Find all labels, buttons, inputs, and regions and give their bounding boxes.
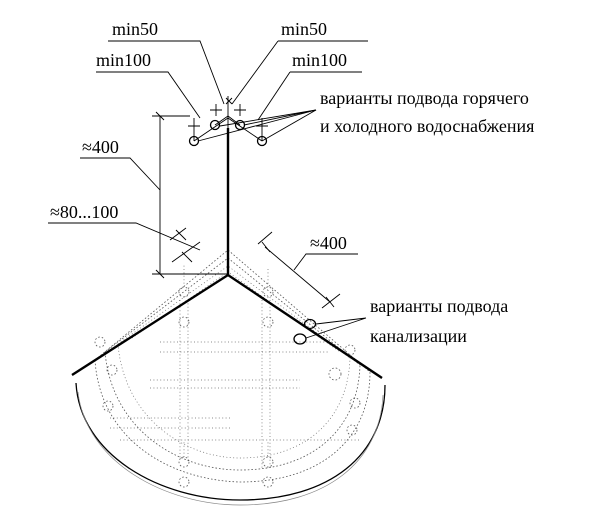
tray-outer-rim [75,382,386,501]
label-min50-left: min50 [112,19,158,39]
height-dimension [80,111,228,279]
drain-outlets [293,317,367,345]
side-dimension [257,231,358,309]
label-min100-right: min100 [292,50,347,70]
label-min50-right: min50 [281,19,327,39]
wall-edge-lines [71,273,383,379]
label-side-dimension: ≈400 [310,233,347,253]
label-water-supply-line1: варианты подвода горячего [320,88,529,108]
shower-tray [71,249,386,506]
label-drain-line1: варианты подвода [370,296,508,316]
floor-dimension [48,222,201,263]
label-min100-left: min100 [96,50,151,70]
label-floor-dimension: ≈80...100 [50,202,118,222]
water-supply-outlets [188,96,268,147]
label-height-dimension: ≈400 [82,137,119,157]
label-drain-line2: канализации [370,326,467,346]
water-supply-leaders [197,109,317,142]
label-water-supply-line2: и холодного водоснабжения [320,116,534,136]
min-dimension-leaders [96,40,368,121]
